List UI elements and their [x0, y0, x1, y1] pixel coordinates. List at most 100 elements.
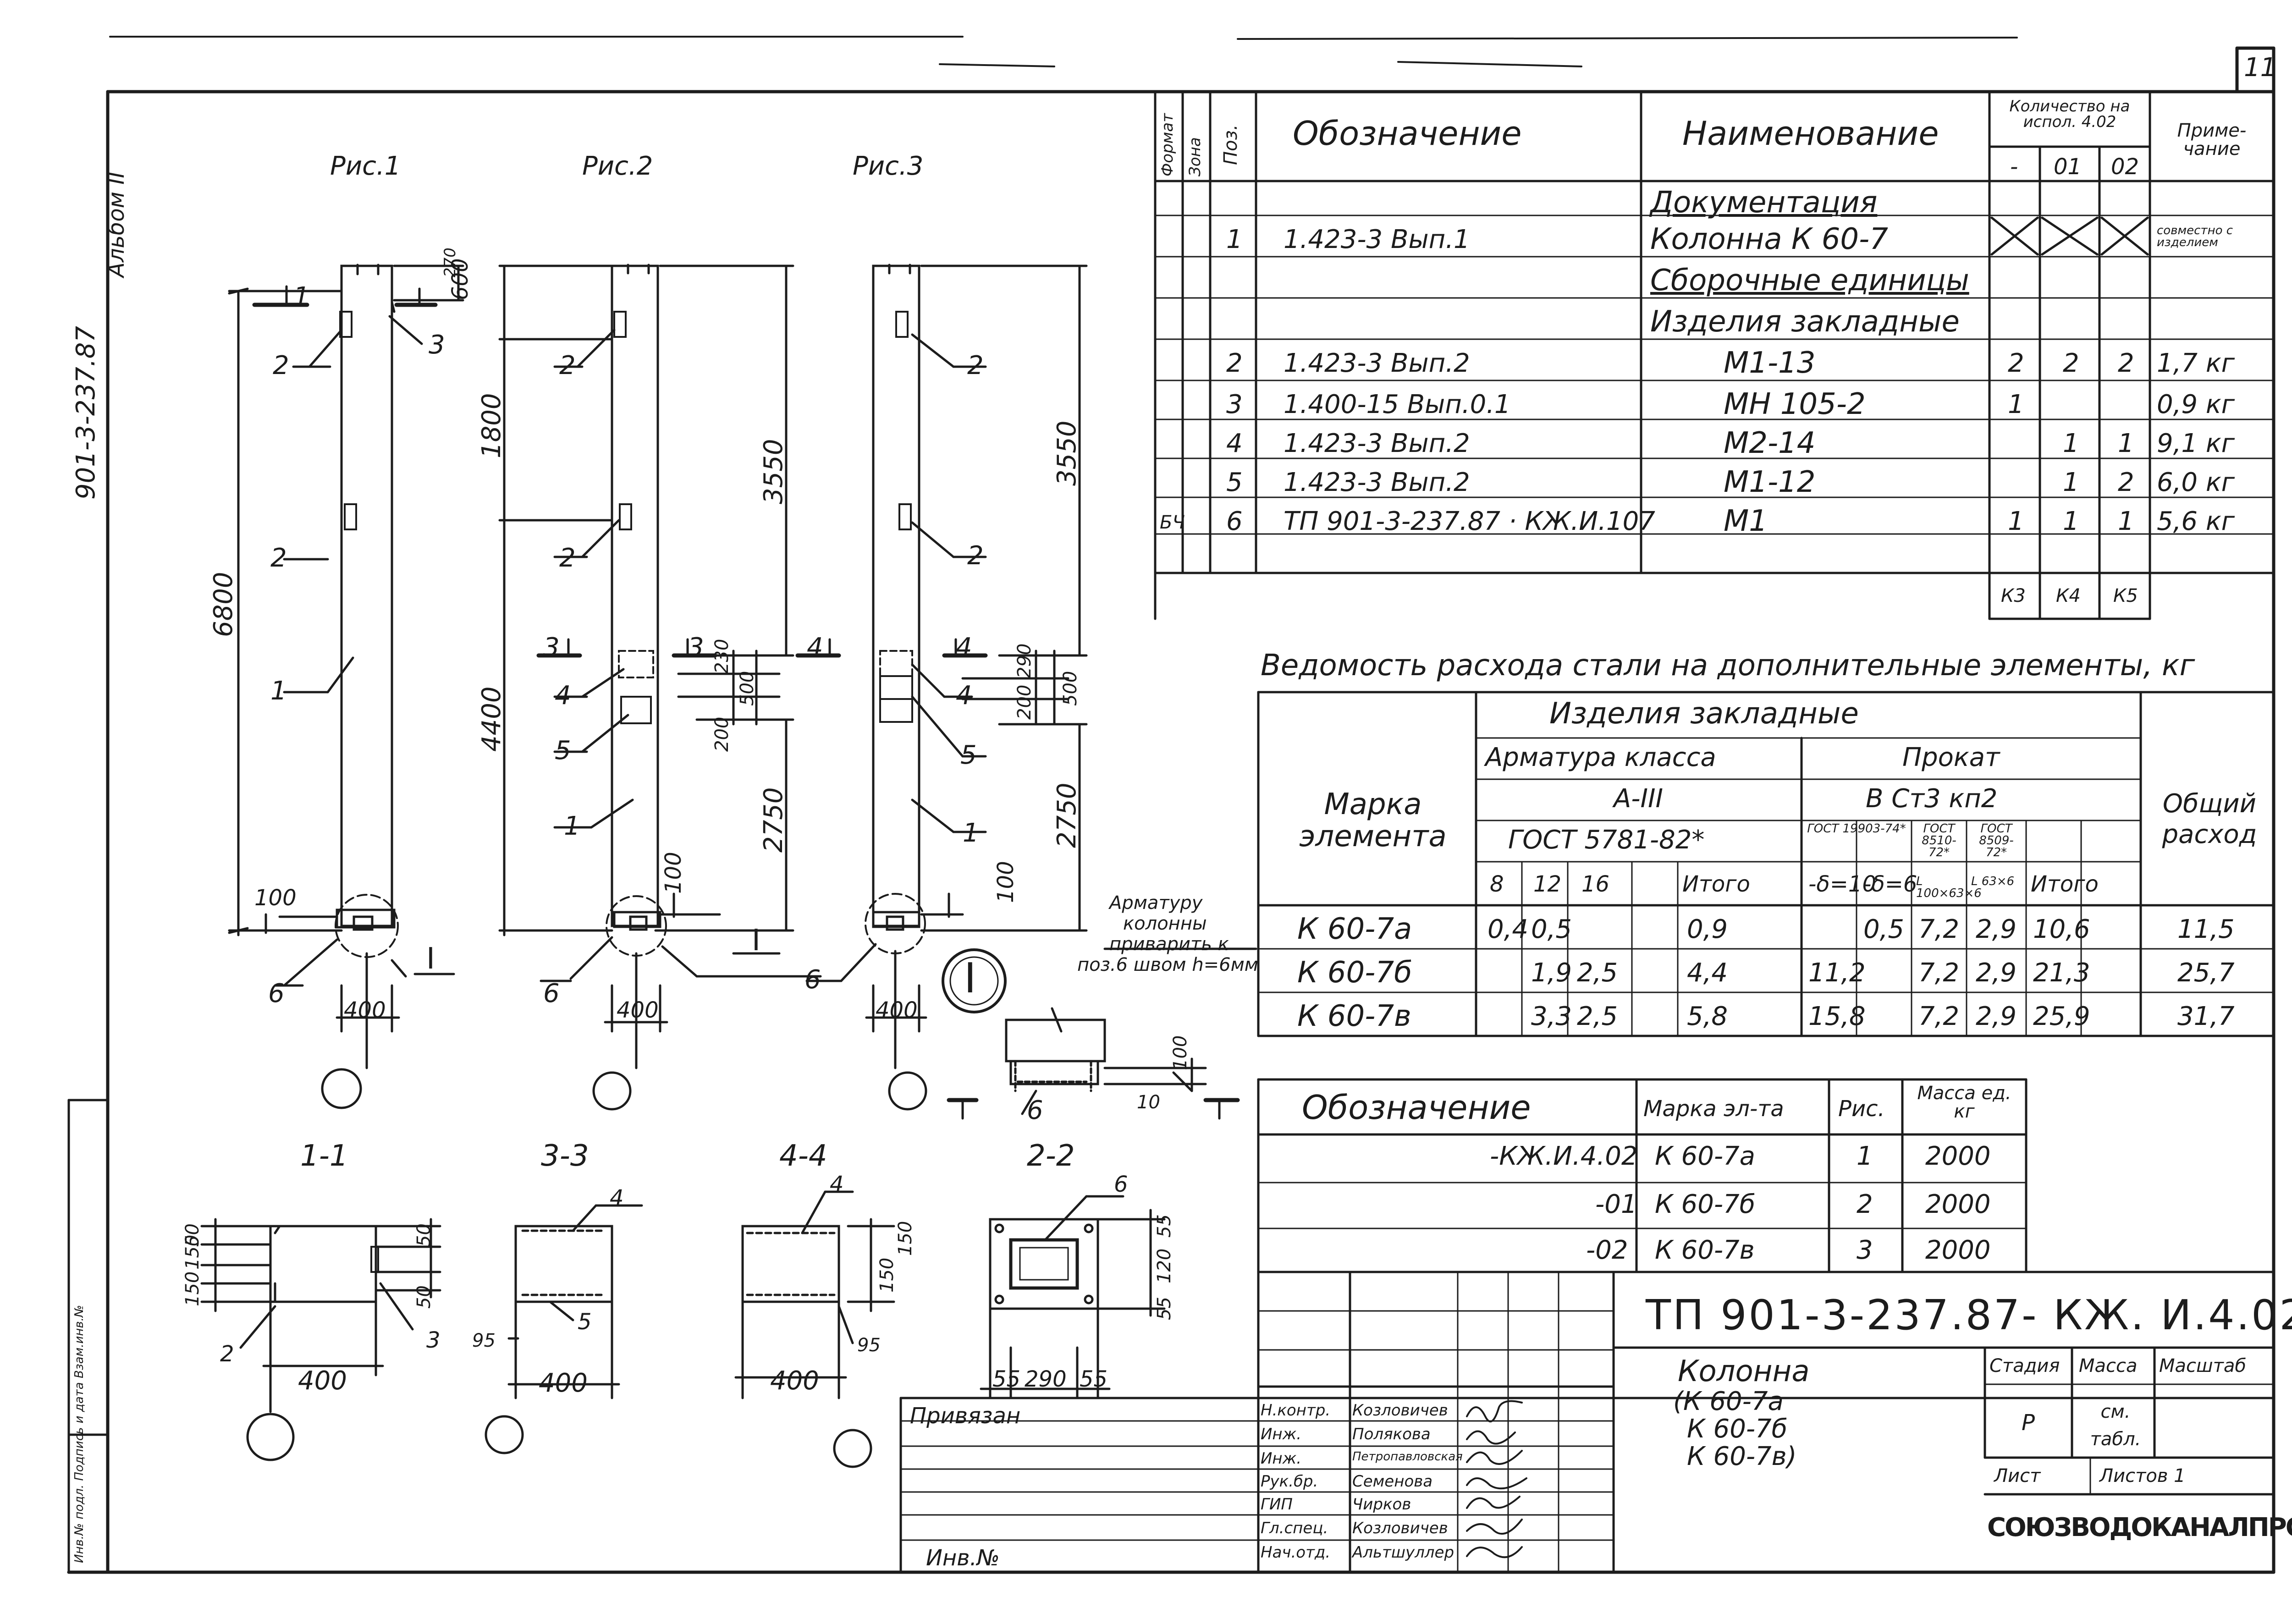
- pos-1-fig1-top: 1: [293, 282, 310, 312]
- s11-pos-2: 2: [220, 1341, 234, 1367]
- node-dim-10: 10: [1137, 1092, 1160, 1113]
- spec-h-note: Приме-чание: [2177, 120, 2247, 160]
- column-fig1: [228, 264, 464, 1109]
- spec-q2: 1: [2118, 506, 2134, 536]
- dim-1800: 1800: [477, 393, 507, 458]
- var-mass: 2000: [1925, 1235, 1991, 1265]
- spec-footer-1: К3: [2001, 585, 2026, 606]
- spec-pos: 2: [1226, 348, 1243, 378]
- tb-name-2: (К 60-7а: [1673, 1387, 1784, 1416]
- var-designation: -01: [1595, 1189, 1637, 1219]
- steel-col-head: -δ=6: [1863, 871, 1917, 897]
- var-fig: 1: [1857, 1141, 1873, 1171]
- pos-4-fig2: 4: [555, 681, 571, 710]
- staff-role: Нач.отд.: [1261, 1543, 1331, 1562]
- staff-name: Семенова: [1352, 1472, 1433, 1491]
- spec-name: Изделия закладные: [1650, 305, 1960, 339]
- sec3-mark-left: 3: [543, 633, 560, 662]
- spec-h-designation: Обозначение: [1293, 114, 1522, 153]
- steel-row-mark: К 60-7в: [1297, 999, 1411, 1033]
- spec-name: М1: [1724, 504, 1768, 538]
- spec-designation: 1.423-3 Вып.2: [1284, 348, 1470, 378]
- pos-6-fig2: 6: [543, 979, 560, 1008]
- weld-note-1: Арматуру: [1109, 892, 1203, 914]
- s11-dim-150b: 150: [182, 1271, 203, 1306]
- tb-mass: см. табл.: [2090, 1401, 2141, 1450]
- steel-row-total: 25,7: [2177, 958, 2235, 988]
- spec-h-qty: Количество на испол. 4.02: [2009, 97, 2130, 131]
- dim-500b: 500: [1060, 671, 1081, 706]
- s22-dim-55a: 55: [1154, 1214, 1175, 1238]
- spec-pos: 6: [1226, 506, 1243, 536]
- section-4-4: [734, 1190, 895, 1468]
- pos-6-fig3: 6: [804, 965, 821, 995]
- section-3-3: [485, 1204, 643, 1454]
- tb-sheets-h: Листов 1: [2099, 1465, 2186, 1486]
- sec4-mark-left: 4: [807, 633, 823, 662]
- spec-q0: 1: [2008, 390, 2024, 419]
- spec-name: МН 105-2: [1724, 387, 1866, 421]
- spec-h-format: Формат: [1158, 113, 1177, 176]
- spec-h-pos: Поз.: [1220, 124, 1241, 165]
- steel-h-prokat: Прокат: [1902, 743, 2000, 772]
- steel-col-head: Итого: [2031, 871, 2099, 897]
- var-h-mass: Масса ед. кг: [1917, 1083, 2011, 1122]
- column-fig3: [795, 264, 1088, 1111]
- s11-dim-50r: 50: [413, 1223, 435, 1247]
- spec-designation: 1.423-3 Вып.2: [1284, 429, 1470, 458]
- pos-2-fig1-b: 2: [270, 543, 287, 573]
- steel-cell: 5,8: [1687, 1002, 1728, 1031]
- dim-500a: 500: [737, 671, 758, 706]
- steel-col-head: Итого: [1682, 871, 1750, 897]
- pos-1-fig1: 1: [270, 676, 287, 706]
- steel-row-mark: К 60-7б: [1297, 956, 1412, 990]
- var-mass: 2000: [1925, 1189, 1991, 1219]
- staff-name: Полякова: [1352, 1425, 1431, 1443]
- staff-role: Инж.: [1261, 1425, 1302, 1443]
- var-h-mark: Марка эл-та: [1643, 1096, 1784, 1122]
- spec-pos: 4: [1226, 429, 1243, 458]
- pos-2-fig3-a: 2: [967, 351, 984, 380]
- steel-cell: 11,2: [1808, 958, 1866, 988]
- s22-dim-55r: 55: [1080, 1366, 1108, 1392]
- steel-col-head: 8: [1490, 871, 1504, 897]
- steel-cell: 7,2: [1918, 1002, 1960, 1031]
- tb-name-4: К 60-7в): [1687, 1442, 1797, 1471]
- steel-cell: 7,2: [1918, 914, 1960, 944]
- spec-name: Колонна К 60-7: [1650, 222, 1888, 256]
- pos-2-fig2-a: 2: [559, 351, 576, 380]
- node-mark-fig1: I: [426, 942, 435, 976]
- spec-pos: 3: [1226, 390, 1243, 419]
- sec3-mark-right: 3: [688, 633, 704, 662]
- dim-3550a: 3550: [759, 439, 788, 504]
- node-pos-6: 6: [1027, 1096, 1043, 1125]
- spec-h-qty-01: 01: [2054, 154, 2082, 180]
- steel-cell: 15,8: [1808, 1002, 1866, 1031]
- dim-200a: 200: [711, 716, 733, 752]
- s22-pos-6: 6: [1114, 1172, 1128, 1197]
- var-designation: -КЖ.И.4.02: [1490, 1141, 1638, 1171]
- s33-pos-4: 4: [610, 1185, 624, 1211]
- pos-3-fig1: 3: [429, 330, 445, 360]
- pos-4-fig3: 4: [956, 681, 972, 710]
- steel-cell: 1,9: [1531, 958, 1572, 988]
- tb-sheet-h: Лист: [1994, 1465, 2041, 1486]
- spec-note: 0,9 кг: [2157, 390, 2235, 419]
- spec-table-grid: [1154, 90, 2275, 620]
- steel-col-head: -δ=10: [1808, 871, 1876, 897]
- section-2-2-label: 2-2: [1027, 1139, 1075, 1173]
- steel-h-rebar: Арматура класса: [1485, 743, 1716, 772]
- node-dim-100: 100: [1170, 1035, 1191, 1070]
- var-h-designation: Обозначение: [1302, 1088, 1531, 1127]
- steel-cell: 2,9: [1976, 914, 2017, 944]
- s44-pos-4: 4: [830, 1172, 844, 1197]
- steel-cell: 2,9: [1976, 958, 2017, 988]
- spec-footer-3: К5: [2113, 585, 2138, 606]
- steel-cell: 0,9: [1687, 914, 1728, 944]
- s11-pos-3: 3: [426, 1327, 441, 1353]
- s44-dim-95: 95: [857, 1335, 881, 1356]
- steel-h-vst: В Ст3 кп2: [1866, 784, 1998, 814]
- var-mass: 2000: [1925, 1141, 1991, 1171]
- spec-note: 9,1 кг: [2157, 429, 2235, 458]
- node-mark-fig2: I: [752, 924, 760, 958]
